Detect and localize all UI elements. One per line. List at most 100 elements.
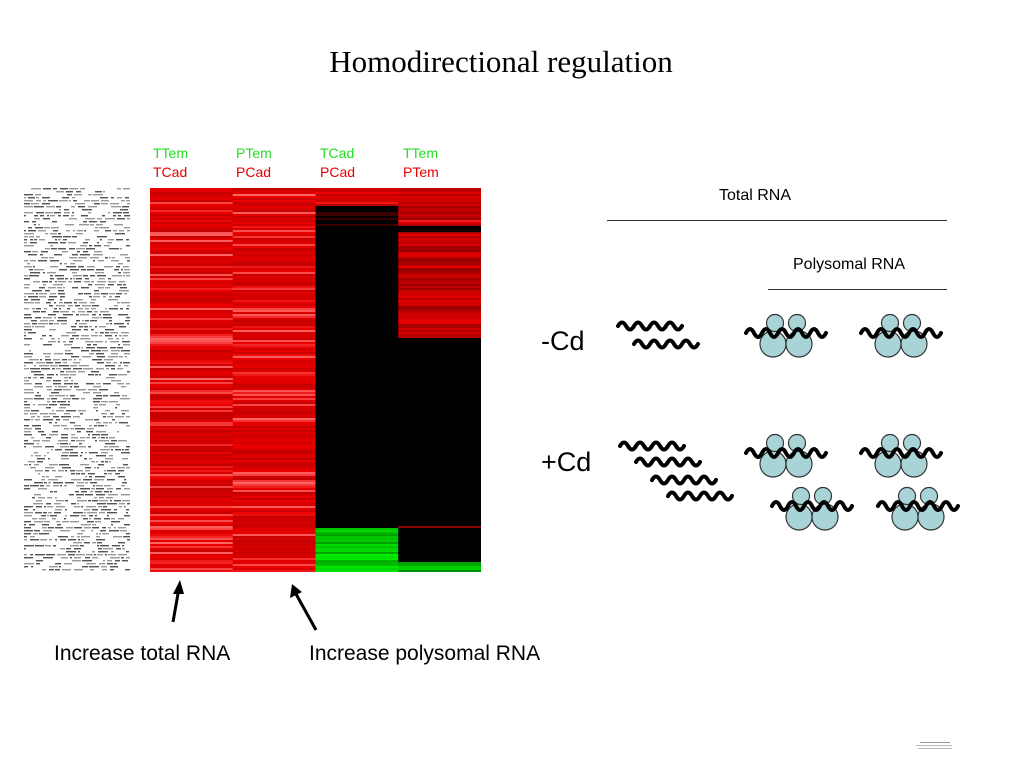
- heatmap-cell: [398, 410, 481, 413]
- heatmap-cell: [398, 232, 481, 235]
- heatmap-cell: [232, 418, 316, 421]
- heatmap-cell: [232, 220, 316, 223]
- heatmap-cell: [232, 342, 316, 345]
- heatmap-cell: [398, 444, 481, 447]
- heatmap-cell: [315, 294, 399, 297]
- heatmap-cell: [150, 516, 234, 519]
- heatmap-cell: [398, 200, 481, 203]
- heatmap-cell: [398, 562, 481, 565]
- heatmap-cell: [232, 246, 316, 249]
- heatmap-cell: [232, 260, 316, 263]
- heatmap-cell: [232, 264, 316, 267]
- heatmap-cell: [315, 570, 399, 572]
- heatmap-cell: [398, 222, 481, 225]
- heatmap-cell: [315, 436, 399, 439]
- heatmap-cell: [232, 192, 316, 195]
- heatmap-cell: [315, 358, 399, 361]
- heatmap-cell: [150, 522, 234, 525]
- heatmap-cell: [315, 276, 399, 279]
- column-header-1: TTem TCad: [153, 144, 188, 182]
- heatmap-cell: [398, 248, 481, 251]
- heatmap-cell: [232, 278, 316, 281]
- heatmap-cell: [232, 464, 316, 467]
- heatmap-cell: [232, 540, 316, 543]
- heatmap-cell: [150, 330, 234, 333]
- heatmap-cell: [315, 248, 399, 251]
- heatmap-cell: [398, 470, 481, 473]
- mrna-strand: [770, 500, 854, 512]
- heatmap-cell: [150, 214, 234, 217]
- heatmap-cell: [398, 420, 481, 423]
- heatmap-cell: [398, 190, 481, 193]
- heatmap-cell: [232, 318, 316, 321]
- heatmap-cell: [398, 282, 481, 285]
- heatmap-cell: [315, 314, 399, 317]
- heatmap-cell: [150, 500, 234, 503]
- heatmap-cell: [150, 242, 234, 245]
- heatmap-cell: [150, 378, 234, 381]
- heatmap-cell: [232, 432, 316, 435]
- heatmap-cell: [315, 312, 399, 315]
- heatmap-cell: [150, 510, 234, 513]
- heatmap-cell: [232, 270, 316, 273]
- heatmap-cell: [150, 274, 234, 277]
- heatmap-cell: [150, 426, 234, 429]
- heatmap-cell: [398, 392, 481, 395]
- heatmap-cell: [150, 562, 234, 565]
- heatmap-cell: [398, 492, 481, 495]
- heatmap-cell: [398, 458, 481, 461]
- heatmap-cell: [150, 530, 234, 533]
- heatmap-cell: [398, 340, 481, 343]
- heatmap-cell: [232, 496, 316, 499]
- heatmap-cell: [398, 496, 481, 499]
- heatmap-cell: [315, 322, 399, 325]
- heatmap-cell: [398, 544, 481, 547]
- arrows-layer: [171, 580, 318, 631]
- heatmap-cell: [232, 522, 316, 525]
- heatmap-cell: [315, 242, 399, 245]
- heatmap-cell: [150, 196, 234, 199]
- heatmap-cell: [315, 350, 399, 353]
- heatmap-cell: [315, 420, 399, 423]
- heatmap-cell: [398, 534, 481, 537]
- heatmap-cell: [398, 416, 481, 419]
- heatmap-cell: [398, 198, 481, 201]
- heatmap-cell: [315, 506, 399, 509]
- heatmap-cell: [150, 360, 234, 363]
- heatmap-cell: [232, 364, 316, 367]
- heatmap-cell: [398, 268, 481, 271]
- heatmap-cell: [232, 290, 316, 293]
- heatmap-cell: [315, 408, 399, 411]
- heatmap-cell: [150, 410, 234, 413]
- heatmap-cell: [232, 266, 316, 269]
- heatmap-cell: [315, 534, 399, 537]
- column-header-1-bottom: TCad: [153, 164, 188, 180]
- heatmap-cell: [232, 346, 316, 349]
- heatmap-cell: [315, 206, 399, 209]
- heatmap-cell: [398, 560, 481, 563]
- heatmap-cell: [150, 546, 234, 549]
- heatmap-cell: [398, 394, 481, 397]
- heatmap-cell: [398, 288, 481, 291]
- plus-cd-label: +Cd: [541, 447, 592, 477]
- slide-title: Homodirectional regulation: [329, 44, 673, 79]
- heatmap-cell: [150, 280, 234, 283]
- heatmap-cell: [398, 224, 481, 227]
- heatmap-cell: [150, 212, 234, 215]
- heatmap-cell: [150, 374, 234, 377]
- heatmap-cell: [232, 358, 316, 361]
- heatmap-cell: [232, 238, 316, 241]
- polysome: [744, 433, 828, 478]
- heatmap-cell: [315, 204, 399, 207]
- heatmap-cell: [315, 404, 399, 407]
- heatmap-cell: [150, 406, 234, 409]
- heatmap-cell: [315, 554, 399, 557]
- heatmap-cell: [398, 406, 481, 409]
- heatmap-cell: [150, 458, 234, 461]
- heatmap-cell: [232, 218, 316, 221]
- heatmap-cell: [150, 496, 234, 499]
- heatmap-cell: [315, 362, 399, 365]
- heatmap-cell: [232, 506, 316, 509]
- heatmap-cell: [232, 326, 316, 329]
- heatmap-cell: [315, 430, 399, 433]
